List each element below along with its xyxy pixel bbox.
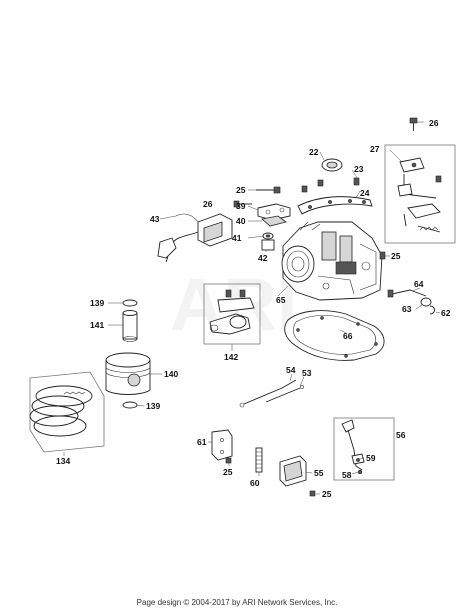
label-61: 61 <box>197 437 207 447</box>
bolt-26-top <box>409 117 418 131</box>
label-39: 39 <box>236 201 246 211</box>
label-62: 62 <box>441 308 451 318</box>
retainer-139-bottom <box>122 401 138 409</box>
engine-block-65 <box>281 221 383 301</box>
label-58: 58 <box>342 470 352 480</box>
crankcase-gasket-66 <box>284 310 385 361</box>
bolt-25-bottom <box>309 490 316 497</box>
label-60: 60 <box>250 478 260 488</box>
label-139-top: 139 <box>90 298 104 308</box>
box-134 <box>29 371 105 453</box>
block-55 <box>279 455 307 487</box>
ignition-coil-43 <box>157 213 233 263</box>
rod-54 <box>239 379 297 408</box>
shaft-64 <box>387 289 427 298</box>
label-55: 55 <box>314 468 324 478</box>
piston-140 <box>105 352 151 395</box>
label-40: 40 <box>236 216 246 226</box>
label-54: 54 <box>286 365 296 375</box>
label-26-left: 26 <box>203 199 213 209</box>
box-27 <box>384 144 456 244</box>
label-142: 142 <box>224 352 238 362</box>
label-25-bracket: 25 <box>223 467 233 477</box>
label-41: 41 <box>232 233 242 243</box>
label-53: 53 <box>302 368 312 378</box>
clip-62 <box>429 305 435 315</box>
copyright-footer: Page design © 2004-2017 by ARI Network S… <box>136 598 338 607</box>
label-140: 140 <box>164 369 178 379</box>
bolt-25-bracket <box>225 457 232 464</box>
connecting-rod-142 <box>209 289 255 335</box>
label-23: 23 <box>354 164 364 174</box>
label-22: 22 <box>309 147 319 157</box>
label-134: 134 <box>56 456 70 466</box>
governor-linkage-27 <box>397 157 442 233</box>
label-25-upper: 25 <box>236 185 246 195</box>
plate-40 <box>261 215 287 227</box>
label-56: 56 <box>396 430 406 440</box>
spacer-42 <box>261 239 275 251</box>
label-43: 43 <box>150 214 160 224</box>
leader-lines <box>63 121 441 495</box>
bolt-25-upper <box>256 186 281 194</box>
bracket-39 <box>257 203 291 221</box>
label-25-right: 25 <box>391 251 401 261</box>
label-139-bottom: 139 <box>146 401 160 411</box>
label-65: 65 <box>276 295 286 305</box>
label-25-bottom: 25 <box>322 489 332 499</box>
fastener-top-dowels <box>301 179 324 193</box>
lever-56 <box>341 419 365 475</box>
part-labels: 26 22 27 23 24 25 26 39 43 40 41 42 25 6… <box>56 118 451 499</box>
fastener-23 <box>353 177 360 186</box>
label-64: 64 <box>414 279 424 289</box>
spring-60 <box>255 447 263 473</box>
bolt-25-right <box>379 251 386 260</box>
box-56 <box>333 417 395 481</box>
oil-seal-22 <box>321 158 343 172</box>
wrist-pin-141 <box>122 310 138 342</box>
retainer-139-top <box>122 299 138 307</box>
bushing-63 <box>420 297 432 307</box>
label-24: 24 <box>360 188 370 198</box>
label-66: 66 <box>343 331 353 341</box>
piston-rings-134 <box>29 385 93 437</box>
rod-53 <box>265 385 304 403</box>
label-141: 141 <box>90 320 104 330</box>
label-59: 59 <box>366 453 376 463</box>
bracket-61 <box>211 429 233 461</box>
label-27: 27 <box>370 144 380 154</box>
label-26-top: 26 <box>429 118 439 128</box>
washer-41 <box>262 232 274 240</box>
head-gasket-24 <box>297 196 373 215</box>
label-42: 42 <box>258 253 268 263</box>
label-63: 63 <box>402 304 412 314</box>
